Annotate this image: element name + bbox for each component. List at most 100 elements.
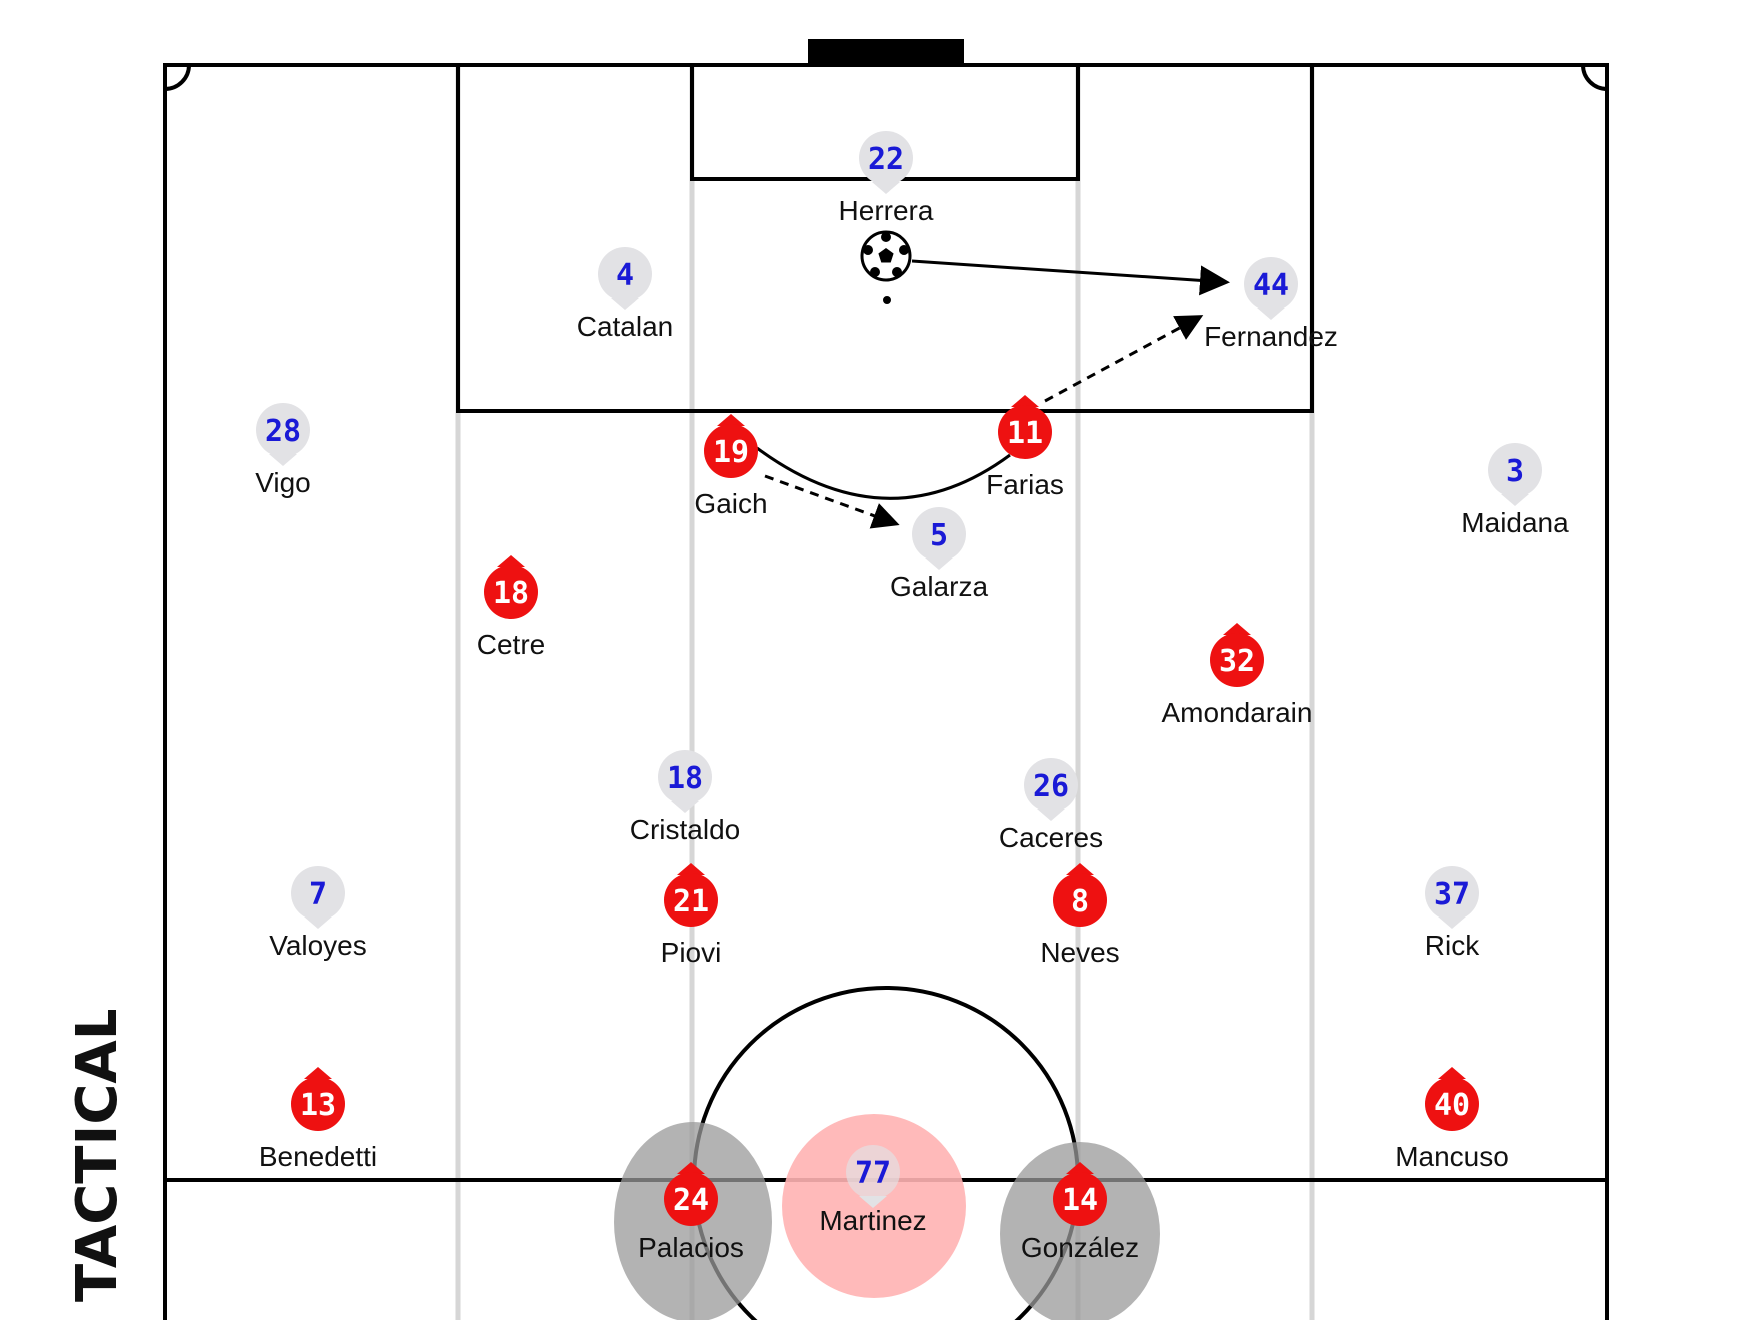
- player-disc: [912, 507, 966, 561]
- player-name: Catalan: [577, 311, 674, 342]
- player-name: Vigo: [255, 467, 311, 498]
- player-number: 8: [1071, 884, 1089, 919]
- player-number: 14: [1062, 1183, 1098, 1218]
- player-number: 18: [493, 576, 529, 611]
- player-disc: [598, 247, 652, 301]
- svg-text:TACTICALista: TACTICALista: [65, 1010, 130, 1302]
- goal: [808, 39, 964, 65]
- player-number: 5: [930, 518, 948, 553]
- player-disc: [1425, 866, 1479, 920]
- player-name: Piovi: [661, 937, 722, 968]
- player-disc: [1210, 633, 1264, 687]
- player-disc: [859, 131, 913, 185]
- player-disc: [658, 750, 712, 804]
- player-name: Cristaldo: [630, 814, 740, 845]
- player-number: 21: [673, 884, 709, 919]
- player-disc: [846, 1145, 900, 1199]
- movement-lines: [756, 259, 1230, 529]
- player-number: 13: [300, 1088, 336, 1123]
- direction-pointer: [497, 555, 525, 567]
- direction-pointer: [717, 414, 745, 426]
- direction-pointer: [269, 454, 297, 466]
- player-disc: [1425, 1077, 1479, 1131]
- player-name: Palacios: [638, 1232, 744, 1263]
- player-disc: [1053, 1172, 1107, 1226]
- direction-pointer: [304, 1067, 332, 1079]
- direction-pointer: [1257, 308, 1285, 320]
- pass-arrow: [911, 259, 1230, 296]
- direction-pointer: [1066, 863, 1094, 875]
- direction-pointer: [611, 298, 639, 310]
- corner-arc-right: [1581, 64, 1608, 91]
- player-number: 26: [1033, 769, 1069, 804]
- player-name: Martinez: [819, 1205, 926, 1236]
- player-disc: [1244, 257, 1298, 311]
- player-disc: [484, 565, 538, 619]
- player-disc: [291, 1077, 345, 1131]
- penalty-spot: [883, 296, 891, 304]
- direction-pointer: [1011, 395, 1039, 407]
- player-number: 18: [667, 761, 703, 796]
- player-disc: [1024, 758, 1078, 812]
- direction-pointer: [304, 917, 332, 929]
- player-disc: [1488, 443, 1542, 497]
- player-number: 77: [855, 1156, 891, 1191]
- player-disc: [704, 424, 758, 478]
- player-number: 24: [673, 1183, 709, 1218]
- player-disc: [1053, 873, 1107, 927]
- direction-pointer: [1438, 917, 1466, 929]
- player-number: 37: [1434, 877, 1470, 912]
- player-number: 3: [1506, 454, 1524, 489]
- player-number: 7: [309, 877, 327, 912]
- player-name: Mancuso: [1395, 1141, 1509, 1172]
- player-name: González: [1021, 1232, 1139, 1263]
- player-number: 19: [713, 435, 749, 470]
- direction-pointer: [872, 182, 900, 194]
- direction-pointer: [1223, 623, 1251, 635]
- direction-pointer: [1037, 809, 1065, 821]
- player-name: Valoyes: [269, 930, 367, 961]
- player-number: 11: [1007, 416, 1043, 451]
- player-disc: [998, 405, 1052, 459]
- shade-gonzalez: [1000, 1142, 1160, 1320]
- player-number: 40: [1434, 1088, 1470, 1123]
- direction-pointer: [1438, 1067, 1466, 1079]
- player-number: 22: [868, 142, 904, 177]
- player-name: Benedetti: [259, 1141, 377, 1172]
- direction-pointer: [671, 801, 699, 813]
- player-number: 4: [616, 258, 634, 293]
- corner-arc-left: [164, 64, 191, 91]
- player-name: Rick: [1425, 930, 1480, 961]
- player-name: Galarza: [890, 571, 988, 602]
- player-name: Herrera: [839, 195, 934, 226]
- player-name: Gaich: [694, 488, 767, 519]
- direction-pointer: [1066, 1162, 1094, 1174]
- player-name: Fernandez: [1204, 321, 1338, 352]
- player-disc: [291, 866, 345, 920]
- player-disc: [256, 403, 310, 457]
- direction-pointer: [677, 1162, 705, 1174]
- run-arrow-farias: [1044, 315, 1204, 403]
- run-arrow-gaich: [764, 474, 900, 529]
- player-number: 44: [1253, 268, 1289, 303]
- player-number: 28: [265, 414, 301, 449]
